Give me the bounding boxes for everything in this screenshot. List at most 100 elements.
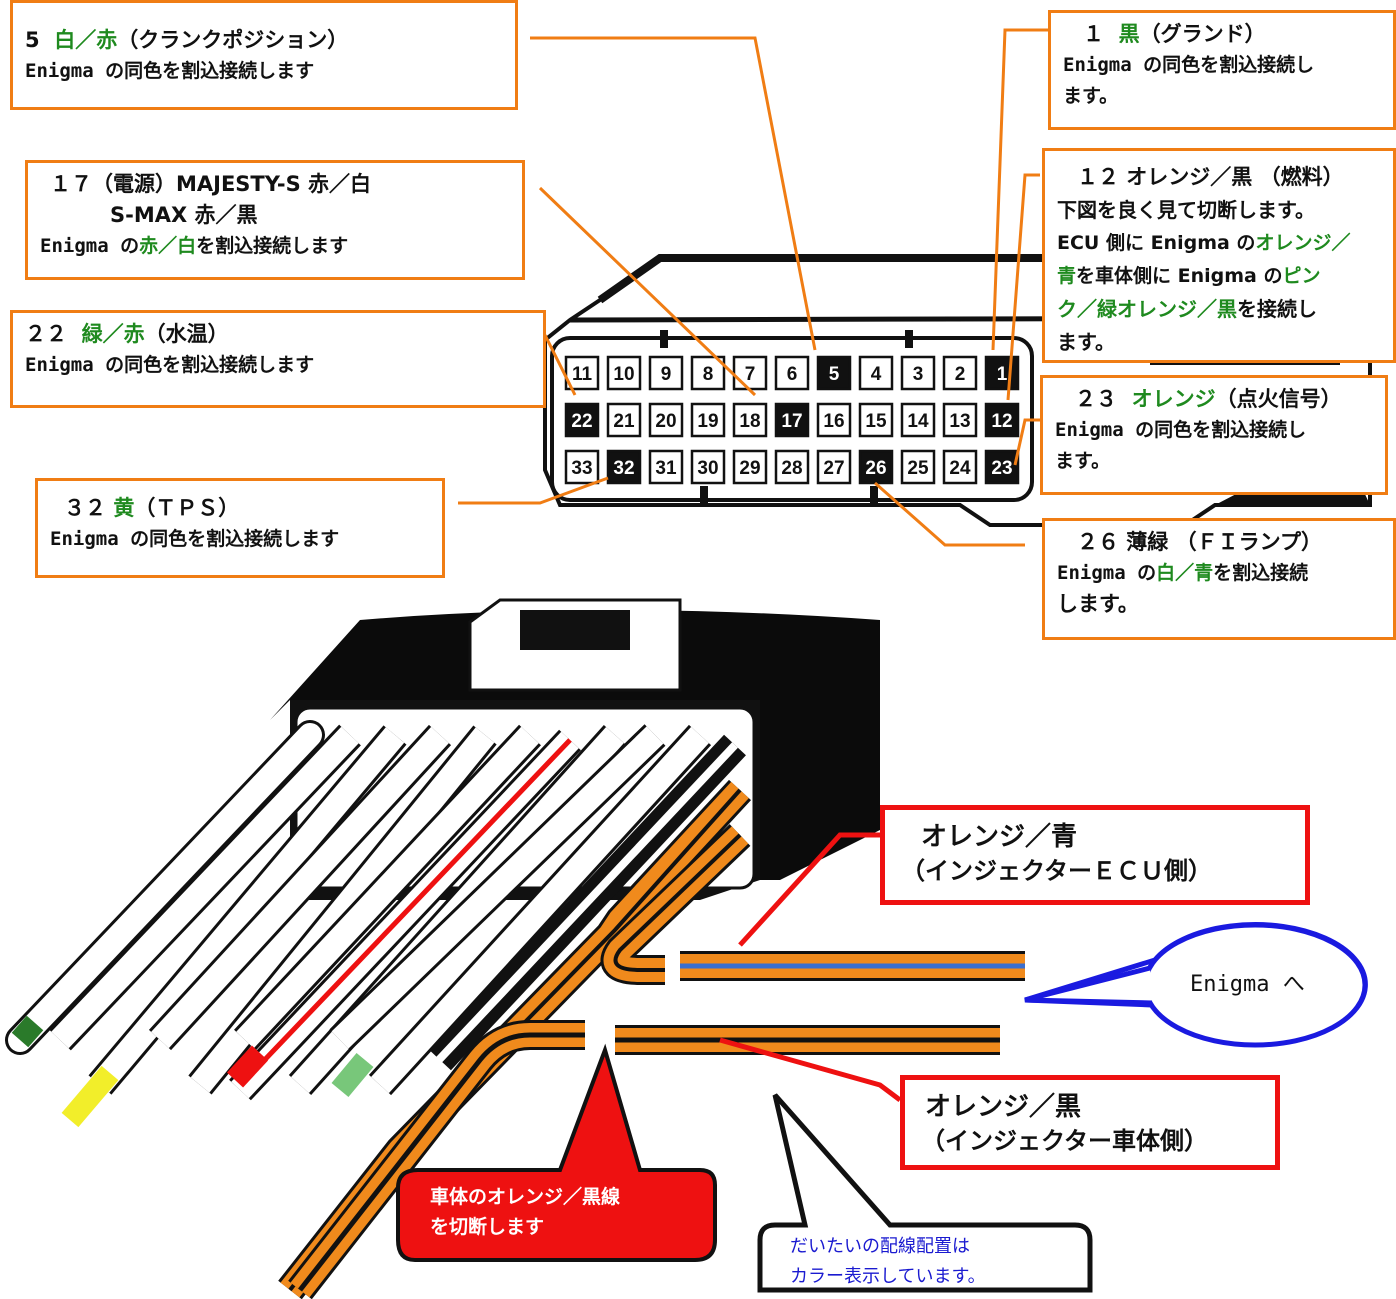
pin-label-9: 9: [661, 364, 672, 385]
pin-1: [984, 355, 1020, 391]
instruction-text: を接続し: [1237, 297, 1317, 321]
pin22-box: ２２ 緑／赤（水温） Enigma の同色を割込接続します: [10, 310, 546, 408]
instruction-text: を車体側に Enigma の: [1076, 265, 1283, 287]
wire-color: 黄: [113, 496, 135, 520]
pin-label-14: 14: [907, 411, 929, 432]
pin-22: [564, 402, 600, 438]
pin-label-27: 27: [823, 458, 844, 479]
pin-label-11: 11: [572, 364, 593, 385]
pin-label-17: 17: [781, 411, 802, 432]
pin-25: [900, 449, 936, 485]
orange-black-label: オレンジ／黒 （インジェクター車体側）: [900, 1075, 1280, 1170]
instruction-text: Enigma の: [1057, 562, 1157, 584]
pin-31: [648, 449, 684, 485]
pin-label-2: 2: [955, 364, 966, 385]
pin-label-19: 19: [697, 411, 718, 432]
pin-function: （グランド）: [1139, 22, 1266, 46]
pin-9: [648, 355, 684, 391]
pin-label-21: 21: [613, 411, 635, 432]
enigma-label: Enigma へ: [1190, 972, 1305, 997]
pin-function: （ＴＰＳ）: [134, 496, 240, 520]
pin-label-26: 26: [865, 458, 886, 479]
pin-21: [606, 402, 642, 438]
pin-20: [648, 402, 684, 438]
pin-title: ２６ 薄緑 （ＦＩランプ）: [1077, 530, 1322, 554]
instruction-text: ます。: [1057, 330, 1115, 354]
label-title: オレンジ／黒: [925, 1092, 1082, 1122]
wire-bundle: [5, 720, 1025, 1299]
pin-label-1: 1: [997, 364, 1008, 385]
wire-color: 白／青: [1156, 562, 1214, 584]
pin12-box: １２ オレンジ／黒 （燃料） 下図を良く見て切断します。 ECU 側に Enig…: [1042, 148, 1396, 363]
pin26-box: ２６ 薄緑 （ＦＩランプ） Enigma の白／青を割込接続 します。: [1042, 518, 1396, 640]
pin-subtitle: S-MAX 赤／黒: [110, 203, 258, 227]
cut-note-line: 車体のオレンジ／黒線: [430, 1186, 621, 1208]
pin-27: [816, 449, 852, 485]
pin-label-12: 12: [991, 411, 1012, 432]
pin-title: １７（電源）MAJESTY-S 赤／白: [50, 172, 372, 196]
pin-32: [606, 449, 642, 485]
wire-color: オレンジ／: [1255, 232, 1351, 254]
cut-note-line: を切断します: [430, 1216, 545, 1238]
instruction-text: Enigma の同色を割込接続します: [25, 60, 315, 82]
pin-function: （水温）: [144, 322, 229, 346]
wire-color: 赤／白: [139, 235, 197, 257]
instruction-text: Enigma の同色を割込接続し: [1055, 419, 1307, 441]
wire-color: ク／緑オレンジ／黒: [1057, 297, 1237, 321]
pin-number: ２２: [25, 322, 67, 346]
pin-15: [858, 402, 894, 438]
pin-label-20: 20: [655, 411, 676, 432]
label-subtitle: （インジェクター車体側）: [921, 1127, 1209, 1155]
pin-label-18: 18: [739, 411, 760, 432]
pin-label-31: 31: [655, 458, 677, 479]
pin-8: [690, 355, 726, 391]
pin-number: ２３: [1075, 387, 1117, 411]
orange-blue-label: オレンジ／青 （インジェクターＥＣＵ側）: [880, 805, 1310, 905]
wire-color: 黒: [1118, 22, 1140, 46]
pin-number: １: [1083, 22, 1104, 46]
pin1-box: １ 黒（グランド） Enigma の同色を割込接続し ます。: [1048, 10, 1396, 130]
pin-label-29: 29: [739, 458, 760, 479]
pin-23: [984, 449, 1020, 485]
red-leader-ecu: [738, 832, 880, 947]
pin-12: [984, 402, 1020, 438]
wire-color: オレンジ: [1131, 387, 1216, 411]
pin-label-22: 22: [571, 411, 592, 432]
instruction-text: Enigma の同色を割込接続します: [25, 354, 315, 376]
pin-label-28: 28: [781, 458, 802, 479]
pin-label-23: 23: [991, 458, 1012, 479]
wire-color: ピン: [1282, 265, 1321, 287]
wire-color: 青: [1057, 265, 1077, 287]
instruction-text: ECU 側に Enigma の: [1057, 232, 1256, 254]
pin-13: [942, 402, 978, 438]
pin-3: [900, 355, 936, 391]
pin-number: ３２: [64, 496, 106, 520]
pin-29: [732, 449, 768, 485]
pin-30: [690, 449, 726, 485]
red-leader-body: [719, 1037, 902, 1102]
instruction-text: します。: [1057, 592, 1139, 616]
instruction-text: Enigma の: [40, 235, 140, 257]
pin-11: [564, 355, 600, 391]
pin-label-16: 16: [823, 411, 844, 432]
pin-label-10: 10: [613, 364, 634, 385]
pin-5: [816, 355, 852, 391]
pin-2: [942, 355, 978, 391]
instruction-text: 下図を良く見て切断します。: [1057, 198, 1315, 222]
pin-4: [858, 355, 894, 391]
label-subtitle: （インジェクターＥＣＵ側）: [901, 857, 1213, 885]
instruction-text: を割込接続します: [196, 235, 349, 257]
color-note-text: だいたいの配線配置は カラー表示しています。: [790, 1232, 986, 1292]
pin-label-24: 24: [949, 458, 971, 479]
pin-18: [732, 402, 768, 438]
pin-6: [774, 355, 810, 391]
pin-16: [816, 402, 852, 438]
instruction-text: Enigma の同色を割込接続し: [1063, 54, 1315, 76]
wire-color: 白／赤: [54, 28, 118, 52]
pin-33: [564, 449, 600, 485]
pin5-box: 5 白／赤（クランクポジション） Enigma の同色を割込接続します: [10, 0, 518, 110]
pin-label-5: 5: [829, 364, 840, 385]
pin-label-4: 4: [871, 364, 882, 385]
